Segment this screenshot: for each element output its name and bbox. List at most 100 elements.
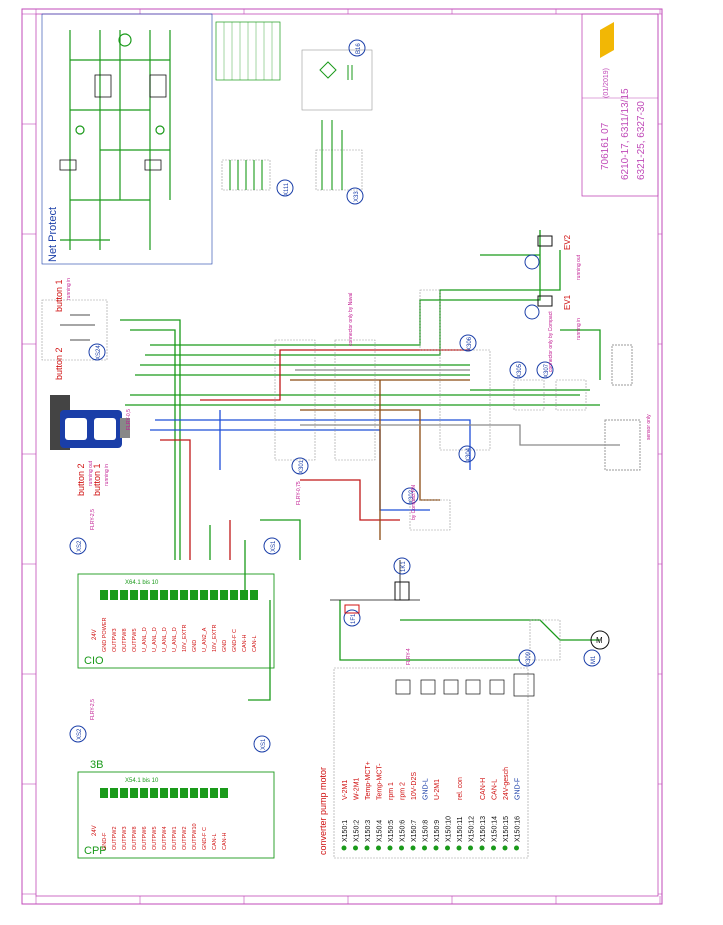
legend-pin: X150:1 [342,820,349,842]
pin-cell [250,590,258,600]
cpp-pin-labels: GND-F OUTPW2 OUTPW3 OUTPW8 OUTPW6 OUTPW5 OUTPW… [102,823,228,850]
legend-dot [433,845,439,851]
pin-cell [160,788,168,798]
legend-label: GND-F [515,778,522,800]
pin-cell [180,788,188,798]
x33-label: X33 [354,191,360,202]
legend-pin: X150:6 [400,820,407,842]
title-models-1: 6210-17, 6311/13/15 [620,88,631,180]
harness-wires [120,230,620,701]
legend-label: Temp-MCT+ [365,761,372,800]
pin-cell [170,788,178,798]
x309-label: X309 [526,651,532,666]
pin-cell [210,788,218,798]
pin-label: OUTPW5 [152,826,158,850]
net-protect-title: Net Protect [47,207,59,262]
title-doc-no: 706161 07 [600,122,611,170]
legend-pin: X150:14 [492,816,499,842]
legend-dot [445,845,450,851]
pin-cell [110,788,118,798]
button2-label: button 2 [54,347,64,380]
pin-label: CAN-H [242,635,248,652]
pin-label: OUTPW6 [142,826,148,850]
pin-cell [130,590,138,600]
legend-dot [479,845,485,851]
cio-title: CIO [84,655,104,667]
button1-photo-sub: running in [104,464,110,486]
pin-label: OUTPW3 [122,826,128,850]
pin-cell [150,788,158,798]
pin-label: GND-F [102,832,108,850]
svg-text:M: M [596,636,603,645]
pin-cell [120,590,128,600]
ev1-sub: running in [576,318,582,340]
pin-label: CAN-L [252,635,258,652]
pin-label: CAN-L [212,833,218,850]
ev1-label: EV1 [563,294,572,310]
button1-photo-label: button 1 [92,463,102,496]
connector-id-badges: X301 X302 X304 X305 X306 X307 X309 XS2 X… [69,334,601,753]
xs1-cio-label: XS1 [271,540,277,552]
pin-cell [120,788,128,798]
pin-label: OUTPW1 [172,826,178,850]
legend-dot [341,845,347,851]
pin-label: OUTPW2 [112,826,118,850]
pin-cell [100,590,108,600]
pin-label: OUTPW8 [132,826,138,850]
legend-label: rel. con [457,777,464,800]
button1-sub: running in [66,278,72,300]
pin-cell [140,590,148,600]
pin-label: U_ANL_D [152,627,158,652]
pin-cell [200,788,208,798]
legend-label: rpm 2 [400,782,407,800]
legend-dot [353,845,358,851]
legend-label: CAN-H [480,778,487,800]
fury-4-note: FLRY-4 [406,648,412,665]
fury-25-note: FLRY-2,5 [90,509,96,530]
x305-label: X305 [517,363,523,378]
legend-pin: X150:16 [515,816,522,842]
legend-pin: X150:5 [388,820,395,842]
x302-label: X302 [409,489,415,504]
legend-dot [399,845,404,851]
pin-label: U_AN2_A [202,627,208,652]
button-housing: button 2 running out button 1 running in [50,395,130,496]
pin-cell [210,590,218,600]
cpp-pin-row [100,788,228,798]
cpp-24v: 24V [92,825,98,836]
pin-cell [220,590,228,600]
legend-dot [468,845,473,851]
legend-title: converter pump motor [318,767,328,855]
pin-label: OUTPW10 [192,823,198,850]
pin-cell [190,590,198,600]
cio-pin-row [100,590,258,600]
legend-dot [376,845,381,851]
legend-dot [502,845,508,851]
pin-cell [180,590,188,600]
x301-label: X301 [299,459,305,474]
legend-pin: X150:3 [365,820,372,842]
cpp-module: CPP X54.1 bis 10 GND-F OUTPW2 OUTPW3 OUTPW8… [77,771,275,859]
x54-title: X54.1 bis 10 [125,778,159,784]
legend-pin: X150:12 [469,816,476,842]
title-block: 706161 07 (01/2019) 6210-17, 6311/13/15 … [581,13,659,197]
cpp-title: CPP [84,845,107,857]
legend-label: U-2M1 [434,779,441,800]
pin-label: CAN-H [222,833,228,850]
xs24-label: XS24 [96,345,102,360]
pin-label: OUTPW2 [182,826,188,850]
x304-label: X304 [466,447,472,462]
button1-label: button 1 [54,279,64,312]
pin-cell [220,788,228,798]
x307-label: X307 [544,363,550,378]
legend-dot [456,845,462,851]
k1-label: 1K1 [401,561,407,572]
pin-cell [160,590,168,600]
pin-label: GND-F C [202,827,208,850]
still-logo [600,22,614,58]
relay-fuse-motor: M [344,581,610,650]
legend-label: V-2M1 [342,780,349,800]
title-models-2: 6321-25, 6327-30 [636,101,647,180]
pin-cell [100,788,108,798]
pin-label: 10V_EXTR [212,624,218,652]
